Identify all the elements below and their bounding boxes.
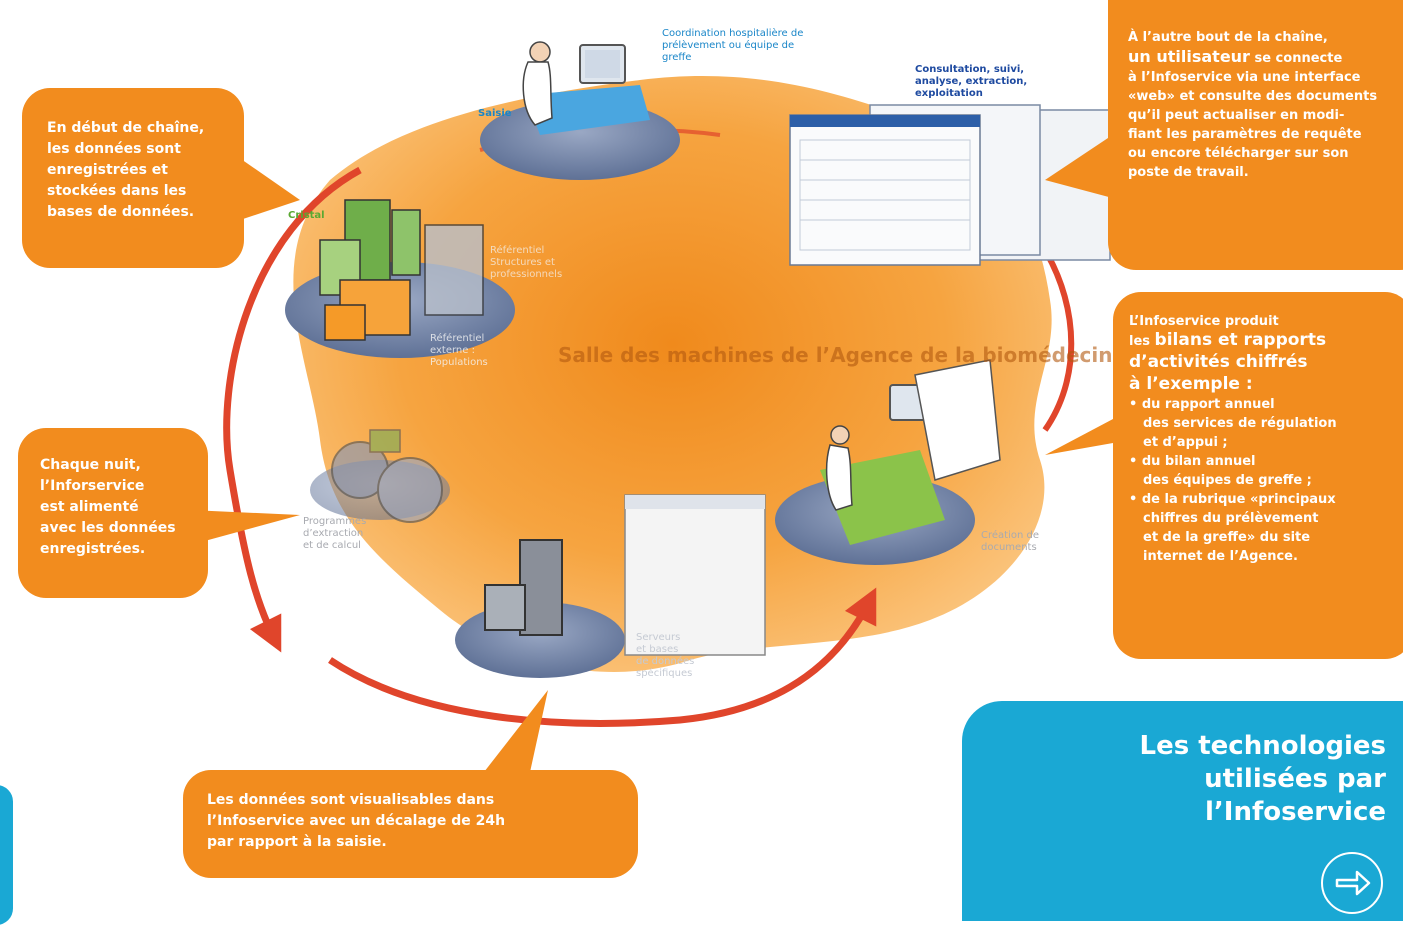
callout-bas: Les données sont visualisables dans l’In… bbox=[183, 770, 638, 878]
callout-bas-tail bbox=[470, 690, 548, 795]
serveurs-label: Serveurs et bases de données spécifiques bbox=[636, 632, 695, 679]
cristal-label: Cristal bbox=[288, 210, 325, 221]
flow-arrow-bottom bbox=[328, 587, 877, 727]
callout-nuit: Chaque nuit, l’Inforservice est alimenté… bbox=[18, 428, 208, 598]
left-nav-tab[interactable] bbox=[0, 785, 13, 925]
programmes-label: Programmes d’extraction et de calcul bbox=[303, 516, 367, 551]
saisie-label: Saisie bbox=[478, 108, 512, 119]
creation-workstation-icon bbox=[820, 359, 1001, 545]
technologies-title: Les technologies utilisées par l’Infoser… bbox=[1139, 731, 1387, 827]
web-screens-icon bbox=[789, 104, 1111, 266]
gears-icon bbox=[331, 429, 443, 523]
cristal-servers-icon bbox=[319, 199, 484, 341]
callout-debut-tail bbox=[228, 150, 300, 220]
consultation-label: Consultation, suivi, analyse, extraction… bbox=[915, 64, 1028, 99]
callout-bilans-tail bbox=[1045, 410, 1130, 455]
next-button[interactable] bbox=[1321, 852, 1383, 914]
saisie-workstation-icon bbox=[522, 41, 650, 135]
callout-utilisateur-tail bbox=[1045, 130, 1120, 200]
machine-room-title: Salle des machines de l’Agence de la bio… bbox=[558, 343, 1127, 367]
callout-debut: En début de chaîne, les données sont enr… bbox=[22, 88, 244, 268]
flow-arrow-left bbox=[223, 166, 362, 653]
creation-label: Création de documents bbox=[981, 530, 1039, 553]
callout-nuit-tail bbox=[190, 510, 300, 545]
coordination-label: Coordination hospitalière de prélèvement… bbox=[662, 28, 804, 63]
referentiel-externe-label: Référentiel externe : Populations bbox=[430, 333, 488, 368]
server-tower-icon bbox=[484, 494, 766, 656]
infoservice-diagram bbox=[190, 41, 1130, 795]
arrow-right-circle-icon bbox=[1335, 870, 1371, 896]
callout-utilisateur: À l’autre bout de la chaîne, un utilisat… bbox=[1108, 0, 1403, 270]
referentiel-interne-label: Référentiel Structures et professionnels bbox=[490, 245, 563, 280]
callout-bilans: L’Infoservice produit les bilans et rapp… bbox=[1113, 292, 1403, 659]
